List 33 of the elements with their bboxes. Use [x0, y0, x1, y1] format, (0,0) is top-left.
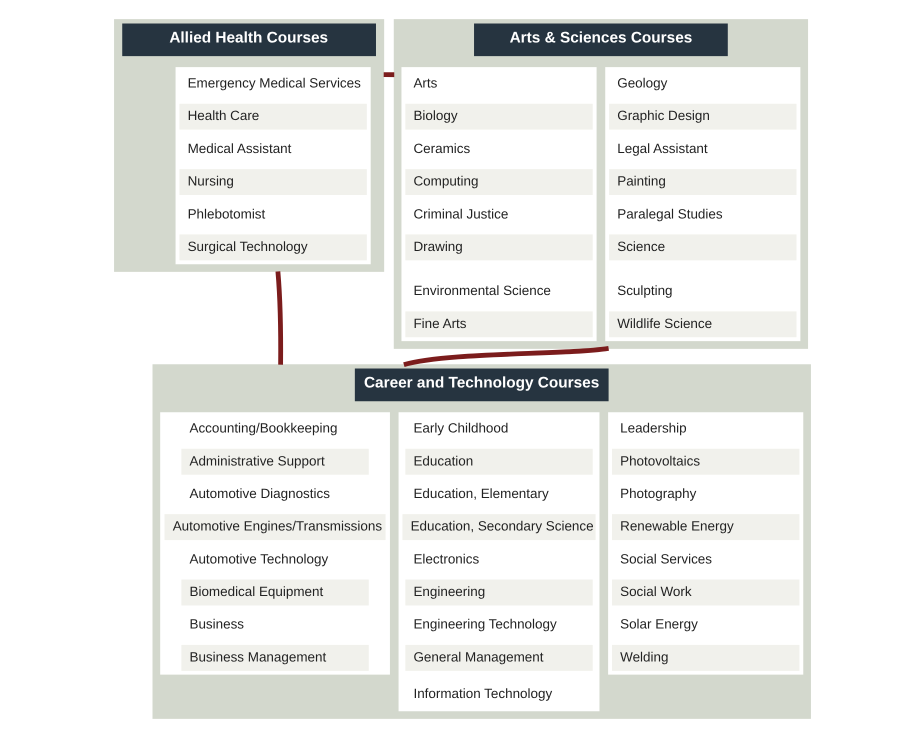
cluster [160, 412, 390, 675]
node-text: Paralegal Studies [616, 206, 722, 222]
node-text: Sculpting [616, 283, 672, 298]
connector [275, 271, 283, 365]
cluster [604, 67, 800, 342]
node-text: Arts [412, 76, 437, 91]
node-text: Social Services [620, 551, 712, 566]
node-text: Accounting/Bookkeeping [189, 420, 337, 436]
node-text: Phlebotomist [187, 206, 265, 222]
node-text: Information Technology [412, 686, 552, 701]
node-text: Photography [620, 486, 696, 501]
node-text: Criminal Justice [412, 206, 508, 222]
node-text: Business [189, 616, 244, 632]
cluster [400, 67, 596, 342]
node-text: Legal Assistant [616, 140, 708, 156]
node-text: Solar Energy [620, 616, 698, 632]
cluster [398, 412, 599, 712]
cluster [608, 412, 803, 675]
node-text: Automotive Diagnostics [189, 486, 330, 501]
node-text: Electronics [412, 551, 479, 566]
node-text: Medical Assistant [187, 140, 291, 156]
node-text: Automotive Technology [189, 551, 328, 566]
node-text: Engineering Technology [412, 616, 556, 632]
connector [383, 72, 394, 78]
node-text: Education, Elementary [412, 486, 548, 501]
node-text: Leadership [620, 420, 686, 436]
node-text: Early Childhood [412, 420, 508, 436]
node-text: Ceramics [412, 140, 470, 156]
node-text: Emergency Medical Services [187, 76, 360, 91]
node-text: Geology [616, 76, 667, 91]
node-text: Environmental Science [412, 283, 550, 298]
cluster [175, 67, 370, 264]
connector [402, 346, 608, 368]
